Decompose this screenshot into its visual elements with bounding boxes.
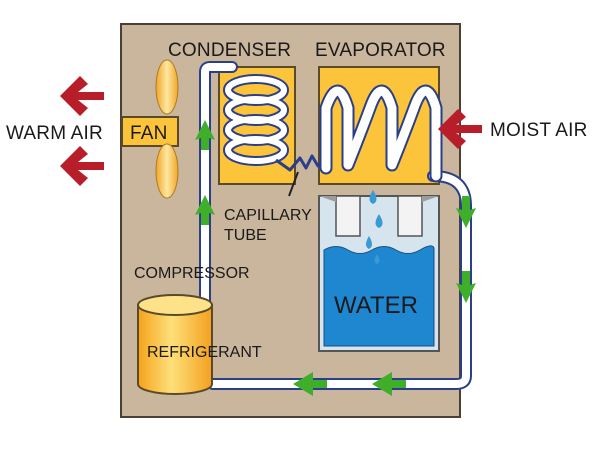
- evaporator-label: EVAPORATOR: [315, 40, 446, 61]
- flow-arrow-down-1: [456, 196, 476, 228]
- water-tank: [318, 195, 440, 352]
- flow-arrow-up-2: [195, 195, 215, 225]
- tube-label: TUBE: [224, 227, 267, 244]
- compressor-cylinder: [137, 294, 213, 395]
- capillary-label: CAPILLARY: [224, 207, 312, 224]
- capillary-tube: [275, 154, 327, 197]
- fan-label: FAN: [130, 123, 168, 144]
- fan-blades: [155, 59, 179, 199]
- compressor-label: COMPRESSOR: [134, 265, 250, 282]
- fan-box: [121, 116, 179, 147]
- moist-air-label: MOIST AIR: [490, 120, 588, 141]
- flow-arrows: [195, 120, 476, 396]
- flow-arrow-up-1: [195, 120, 215, 150]
- condenser-label: CONDENSER: [168, 40, 291, 61]
- flow-arrow-left-2: [293, 372, 327, 396]
- refrigerant-tube: [199, 61, 472, 390]
- water-droplets: [366, 190, 383, 264]
- condenser-coil: [223, 74, 289, 166]
- water-label: WATER: [334, 292, 418, 319]
- warm-air-arrows: [60, 76, 104, 186]
- warm-air-label: WARM AIR: [6, 123, 103, 144]
- evaporator-coil: [319, 84, 443, 183]
- refrigerant-label: REFRIGERANT: [147, 344, 262, 361]
- moist-air-arrow: [438, 109, 482, 149]
- flow-arrow-down-2: [456, 271, 476, 303]
- flow-arrow-left-1: [372, 372, 406, 396]
